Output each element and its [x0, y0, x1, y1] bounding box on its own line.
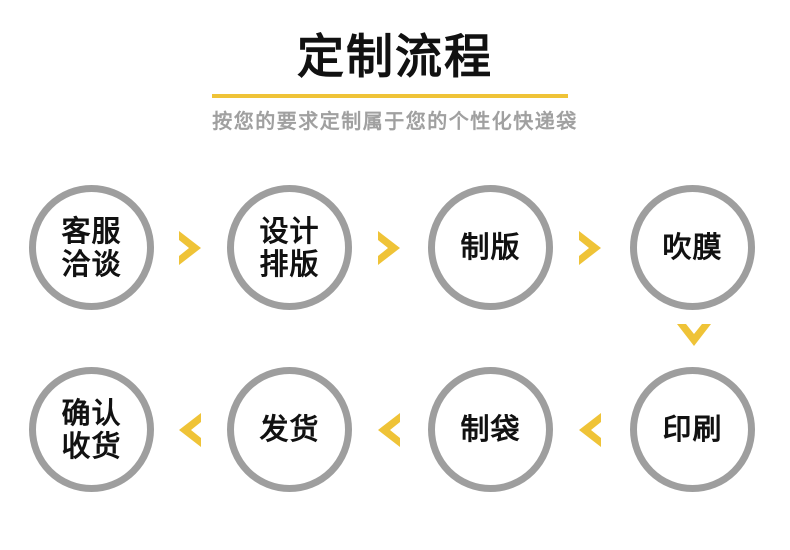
step-label-5: 印刷: [662, 412, 723, 446]
page-title: 定制流程: [297, 30, 493, 85]
step-node-4: 吹膜: [630, 185, 755, 310]
step-label-3: 制版: [460, 230, 521, 264]
step-node-1: 客服 洽谈: [29, 185, 154, 310]
step-label-2: 设计 排版: [259, 213, 320, 281]
chevron-right-icon: [372, 228, 406, 268]
step-label-4: 吹膜: [662, 230, 723, 264]
title-underline-rule: [212, 94, 568, 98]
step-node-7: 发货: [227, 367, 352, 492]
chevron-right-icon: [573, 228, 607, 268]
step-node-2: 设计 排版: [227, 185, 352, 310]
step-label-8: 确认 收货: [61, 395, 122, 463]
chevron-down-icon: [674, 318, 714, 352]
chevron-right-icon: [173, 228, 207, 268]
step-label-6: 制袋: [460, 412, 521, 446]
step-node-5: 印刷: [630, 367, 755, 492]
chevron-left-icon: [173, 410, 207, 450]
step-node-8: 确认 收货: [29, 367, 154, 492]
step-node-3: 制版: [428, 185, 553, 310]
chevron-left-icon: [573, 410, 607, 450]
step-node-6: 制袋: [428, 367, 553, 492]
step-label-1: 客服 洽谈: [61, 213, 122, 281]
step-label-7: 发货: [259, 412, 320, 446]
chevron-left-icon: [372, 410, 406, 450]
page-subtitle: 按您的要求定制属于您的个性化快递袋: [212, 109, 578, 133]
